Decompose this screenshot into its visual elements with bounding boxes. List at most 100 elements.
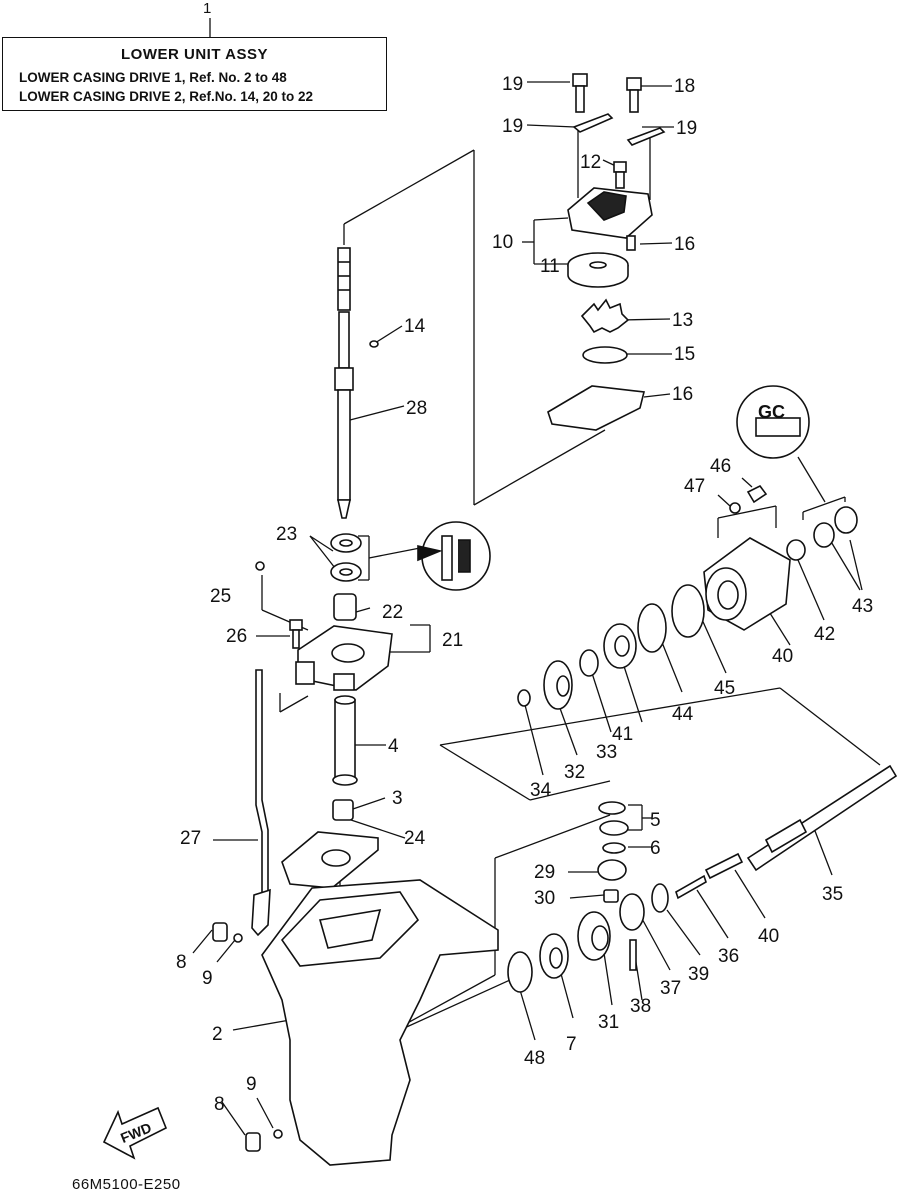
callout-20: 21 [442,630,463,651]
title-box: LOWER UNIT ASSY LOWER CASING DRIVE 1, Re… [2,37,387,111]
washer-47 [729,502,741,514]
plug-8-upper [212,922,228,942]
callout-6: 6 [650,838,661,859]
callout-14: 14 [404,316,426,337]
callout-42: 42 [814,624,835,645]
dog-clutch-36 [619,893,645,931]
bolt-18-right [626,77,642,113]
assembly-line-1: LOWER CASING DRIVE 1, Ref. No. 2 to 48 [19,70,287,85]
pin-17 [626,235,636,251]
impeller-13 [580,298,630,334]
bolt-46 [746,484,768,504]
bushing-21 [333,593,357,621]
oring-48 [507,951,533,993]
bearing-5b [599,820,629,836]
callout-44: 44 [672,704,694,725]
callout-8b: 8 [214,1094,225,1115]
callout-8a: 8 [176,952,187,973]
callout-5: 5 [650,810,661,831]
callout-33: 34 [530,780,552,801]
part-12 [613,161,627,173]
callout-2: 2 [212,1024,223,1045]
callout-4: 4 [388,736,399,757]
fwd-arrow [102,1106,168,1160]
callout-9b: 9 [246,1074,257,1095]
callout-23: 24 [404,828,426,849]
callout-28: 29 [534,862,555,883]
callout-18b: 18 [674,76,695,97]
oil-seal-43a [813,522,835,548]
callout-18a: 19 [502,74,523,95]
clip-33 [517,689,531,707]
callout-11: 11 [540,256,560,277]
callout-25: 26 [226,626,247,647]
callout-13: 13 [672,310,693,331]
spring-39 [704,852,744,880]
ring-38 [651,883,669,913]
bolt-18-left [572,73,588,113]
drawing-code: 66M5100-E250 [72,1176,181,1193]
shim-6 [602,842,626,854]
callout-3: 3 [392,788,403,809]
callout-46: 46 [710,456,731,477]
callout-26: 27 [180,828,201,849]
gasket-9-upper [233,933,243,943]
callout-15: 15 [674,344,695,365]
bearing-5a [598,801,626,815]
gasket-9-lower [273,1129,283,1139]
callout-9a: 9 [202,968,213,989]
callout-16: 16 [672,384,693,405]
propeller-shaft-34 [746,764,898,872]
callout-17: 16 [674,234,695,255]
callout-22: 23 [276,524,297,545]
shim-32 [579,649,599,677]
callout-39: 40 [758,926,779,947]
nut-29 [603,889,619,903]
detail-magnifier-22 [421,521,491,591]
callout-38: 39 [688,964,709,985]
callout-10: 10 [492,232,513,253]
callout-43: 43 [852,596,873,617]
parts [102,73,898,1166]
callout-29: 30 [534,888,555,909]
callout-24: 25 [210,586,231,607]
callout-19b: 19 [676,118,697,139]
callout-36: 37 [660,978,681,999]
callout-37: 38 [630,996,651,1017]
callout-7: 7 [566,1034,577,1055]
callout-48: 48 [524,1048,545,1069]
plate-19-right [626,127,666,146]
oring-44 [637,603,667,653]
assembly-title: LOWER UNIT ASSY [121,46,268,63]
water-tube-4 [334,699,356,781]
bushing-42 [786,539,806,561]
callout-40: 40 [772,646,793,667]
oil-seal-43b [834,506,858,534]
plug-8-lower [245,1132,261,1152]
callout-1: 1 [203,0,212,17]
callout-45: 45 [714,678,735,699]
callout-41: 41 [612,724,633,745]
pin-37 [629,939,637,971]
outer-plate-16 [547,385,645,431]
callout-27: 28 [406,398,427,419]
assembly-line-2: LOWER CASING DRIVE 2, Ref.No. 14, 20 to … [19,89,314,104]
oring-45 [671,584,705,638]
oring-15 [582,346,628,364]
pin-35 [675,874,707,900]
shift-rod-26 [255,669,269,896]
gc-label: GC [758,402,785,422]
callout-47: 47 [684,476,705,497]
callout-30: 31 [598,1012,619,1033]
grommet-3 [332,799,354,821]
callout-32: 33 [596,742,617,763]
leader-lines [192,18,881,1136]
callout-21: 22 [382,602,403,623]
callout-31: 32 [564,762,585,783]
plate-19-left [572,113,614,133]
drive-shaft-27 [334,247,354,519]
pinion-28 [597,859,627,881]
callout-12: 12 [580,152,601,173]
